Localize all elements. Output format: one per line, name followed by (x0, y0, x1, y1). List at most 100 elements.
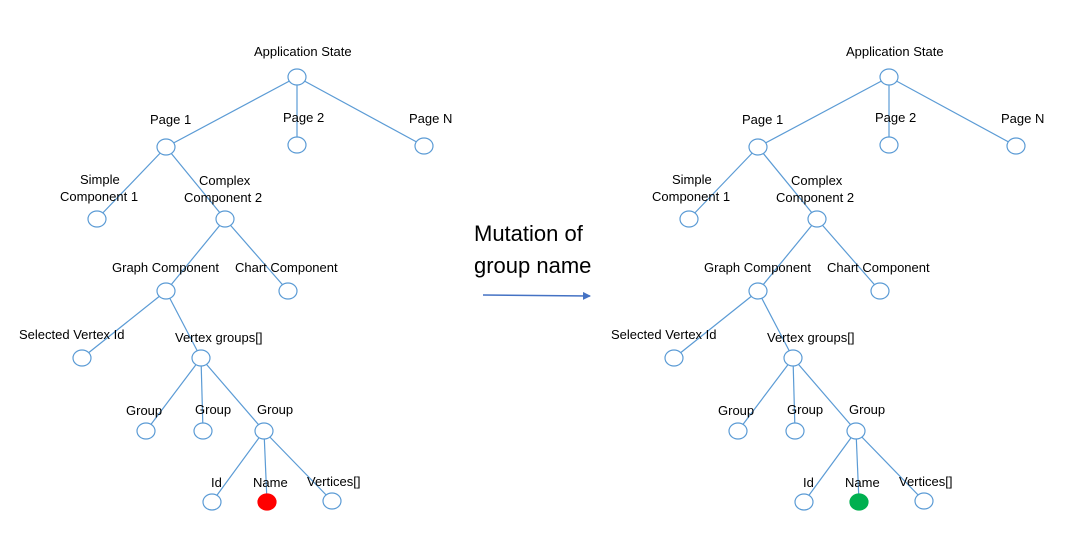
tree-node-group_b (785, 422, 805, 440)
tree-node-complex (807, 210, 827, 228)
node-label-graph: Graph Component (112, 260, 219, 275)
node-label-complex-line2: Component 2 (776, 190, 854, 205)
mutation-arrow-group: Mutation of group name (474, 221, 591, 300)
node-label-group-b: Group (787, 402, 823, 417)
tree-edge-vgroups-group_a (145, 357, 202, 432)
tree-edge-vgroups-group_b (792, 357, 796, 432)
tree-node-selected (664, 349, 684, 367)
tree-node-root (879, 68, 899, 86)
tree-edge-page1-simple (96, 146, 167, 220)
node-label-chart: Chart Component (827, 260, 930, 275)
tree-edge-group_c-vertices (855, 430, 925, 502)
tree-edge-group_c-id (803, 430, 857, 503)
tree-node-page1 (156, 138, 176, 156)
node-label-vgroups: Vertex groups[] (767, 330, 854, 345)
tree-edge-page1-simple (688, 146, 759, 220)
tree-edge-root-pageN (888, 76, 1017, 147)
mutation-label-line1: Mutation of (474, 221, 584, 246)
mutation-arrow (482, 291, 591, 300)
tree-edge-root-pageN (296, 76, 425, 147)
tree-edge-group_c-name (855, 430, 860, 503)
tree-node-graph (156, 282, 176, 300)
node-label-name: Name (845, 475, 880, 490)
tree-node-vertices (914, 492, 934, 510)
node-label-id: Id (803, 475, 814, 490)
tree-edge-complex-graph (757, 218, 818, 292)
node-label-vgroups: Vertex groups[] (175, 330, 262, 345)
node-label-vertices: Vertices[] (307, 474, 360, 489)
tree-edge-complex-chart (816, 218, 881, 292)
node-label-selected: Selected Vertex Id (611, 327, 717, 342)
node-label-complex-line1: Complex (791, 173, 843, 188)
tree-edge-root-page1 (165, 76, 298, 148)
tree-edge-graph-vgroups (165, 290, 202, 359)
tree-edge-group_c-name (263, 430, 268, 503)
node-label-page2: Page 2 (875, 110, 916, 125)
node-label-graph: Graph Component (704, 260, 811, 275)
tree-node-group_a (136, 422, 156, 440)
tree-node-pageN (1006, 137, 1026, 155)
tree-node-page2 (879, 136, 899, 154)
node-label-page1: Page 1 (742, 112, 783, 127)
node-label-group-c: Group (257, 402, 293, 417)
tree-edge-graph-vgroups (757, 290, 794, 359)
node-label-vertices: Vertices[] (899, 474, 952, 489)
tree-edge-root-page1 (757, 76, 890, 148)
node-label-complex-line2: Component 2 (184, 190, 262, 205)
tree-node-group_b (193, 422, 213, 440)
tree-node-group_c (846, 422, 866, 440)
tree-edge-complex-graph (165, 218, 226, 292)
tree-node-chart (870, 282, 890, 300)
node-label-simple-line1: Simple (672, 172, 712, 187)
tree-node-pageN (414, 137, 434, 155)
node-label-simple-line2: Component 1 (60, 189, 138, 204)
tree-edge-graph-selected (81, 290, 167, 359)
tree-node-root (287, 68, 307, 86)
tree-node-group_c (254, 422, 274, 440)
node-label-name: Name (253, 475, 288, 490)
name-node-highlighted (849, 493, 869, 511)
node-label-pageN: Page N (409, 111, 452, 126)
tree-edge-page1-complex (165, 146, 226, 220)
tree-edge-vgroups-group_b (200, 357, 204, 432)
node-label-selected: Selected Vertex Id (19, 327, 125, 342)
tree-node-id (202, 493, 222, 511)
node-label-simple-line1: Simple (80, 172, 120, 187)
tree-node-selected (72, 349, 92, 367)
tree-node-vgroups (783, 349, 803, 367)
node-label-group-c: Group (849, 402, 885, 417)
node-label-simple-line2: Component 1 (652, 189, 730, 204)
node-label-id: Id (211, 475, 222, 490)
tree-edge-page1-complex (757, 146, 818, 220)
node-label-group-b: Group (195, 402, 231, 417)
node-label-group-a: Group (126, 403, 162, 418)
node-label-group-a: Group (718, 403, 754, 418)
tree-node-complex (215, 210, 235, 228)
tree-node-simple (87, 210, 107, 228)
tree-edge-group_c-vertices (263, 430, 333, 502)
tree-edge-vgroups-group_a (737, 357, 794, 432)
tree-edge-complex-chart (224, 218, 289, 292)
tree-node-chart (278, 282, 298, 300)
tree-node-page1 (748, 138, 768, 156)
tree-edge-vgroups-group_c (200, 357, 265, 432)
node-label-root: Application State (846, 44, 944, 59)
node-label-page2: Page 2 (283, 110, 324, 125)
tree-edge-graph-selected (673, 290, 759, 359)
node-label-complex-line1: Complex (199, 173, 251, 188)
node-label-pageN: Page N (1001, 111, 1044, 126)
tree-node-vertices (322, 492, 342, 510)
tree-edge-group_c-id (211, 430, 265, 503)
tree-node-group_a (728, 422, 748, 440)
tree-node-graph (748, 282, 768, 300)
tree-edge-vgroups-group_c (792, 357, 857, 432)
mutation-label-line2: group name (474, 253, 591, 278)
name-node-highlighted (257, 493, 277, 511)
node-label-chart: Chart Component (235, 260, 338, 275)
node-label-page1: Page 1 (150, 112, 191, 127)
tree-node-simple (679, 210, 699, 228)
